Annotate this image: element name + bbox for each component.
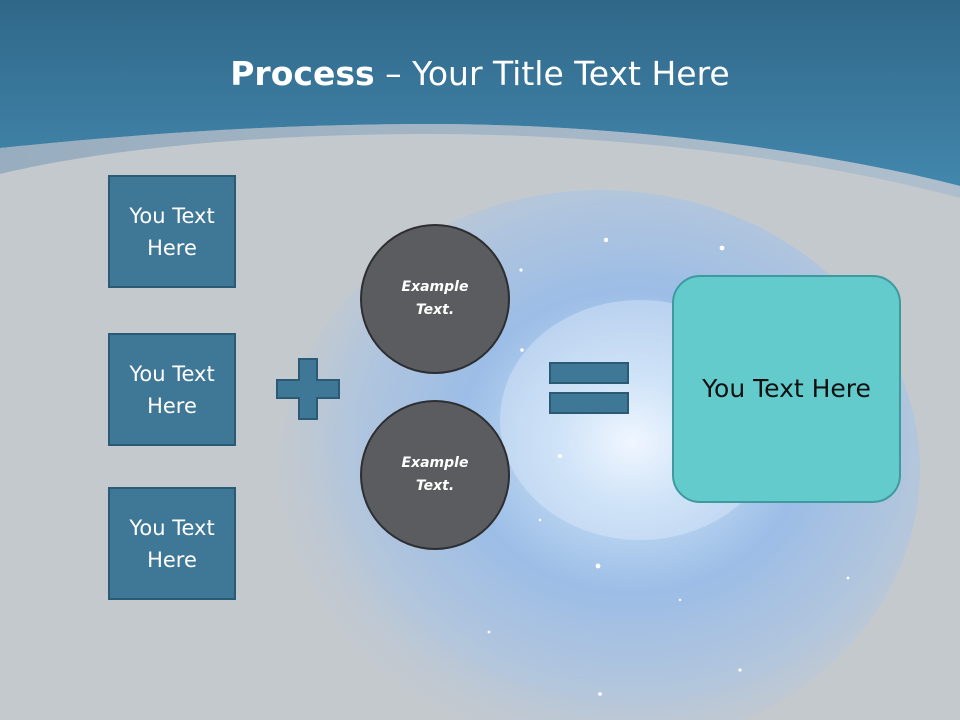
text-box-2[interactable]: You Text Here [108,333,236,446]
example-circle-1-label: Example Text. [401,279,469,318]
result-box-label: You Text Here [702,374,871,403]
example-circle-2-label: Example Text. [401,455,469,494]
stars [487,237,850,696]
plus-icon [276,358,340,420]
header-sheen [0,124,960,198]
result-box[interactable]: You Text Here [672,275,901,503]
text-box-3-label: You Text Here [129,515,215,572]
text-box-1-label: You Text Here [129,203,215,260]
example-circle-1[interactable]: Example Text. [360,224,510,374]
example-circle-2[interactable]: Example Text. [360,400,510,550]
title-bold: Process [230,54,375,93]
slide-title: Process – Your Title Text Here [0,52,960,96]
equals-icon [549,362,629,414]
header-band [0,0,960,186]
title-rest: – Your Title Text Here [374,54,730,93]
text-box-2-label: You Text Here [129,361,215,418]
text-box-1[interactable]: You Text Here [108,175,236,288]
text-box-3[interactable]: You Text Here [108,487,236,600]
